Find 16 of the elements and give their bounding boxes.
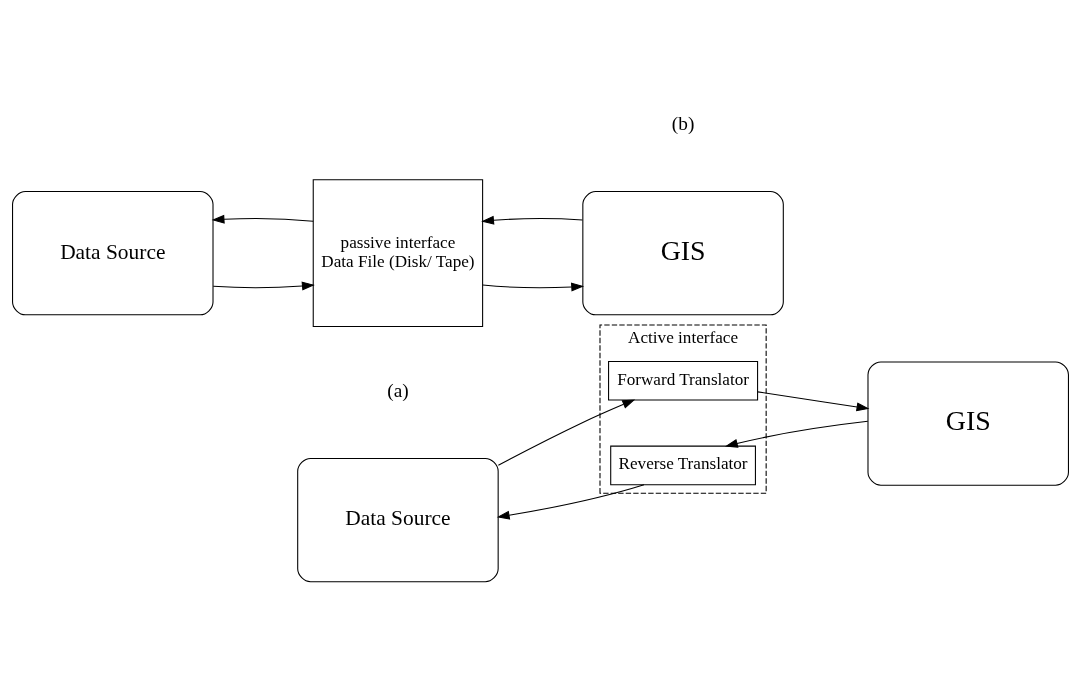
label: (b) <box>671 113 695 135</box>
node-box: GIS <box>867 361 1069 486</box>
node-box: GIS <box>582 190 784 316</box>
node-box: Reverse Translator <box>610 445 756 486</box>
arrow <box>724 420 869 448</box>
node-box: passive interface Data File (Disk/ Tape) <box>312 179 484 328</box>
arrow <box>757 391 870 412</box>
node-box: Data Source <box>297 457 499 583</box>
arrow <box>482 282 585 292</box>
node-box: Data Source <box>12 190 214 316</box>
node-box: Forward Translator <box>608 360 759 401</box>
arrow <box>212 281 315 291</box>
arrow <box>481 215 583 225</box>
arrow <box>497 399 636 466</box>
arrow <box>211 214 314 224</box>
label: (a) <box>387 380 409 402</box>
